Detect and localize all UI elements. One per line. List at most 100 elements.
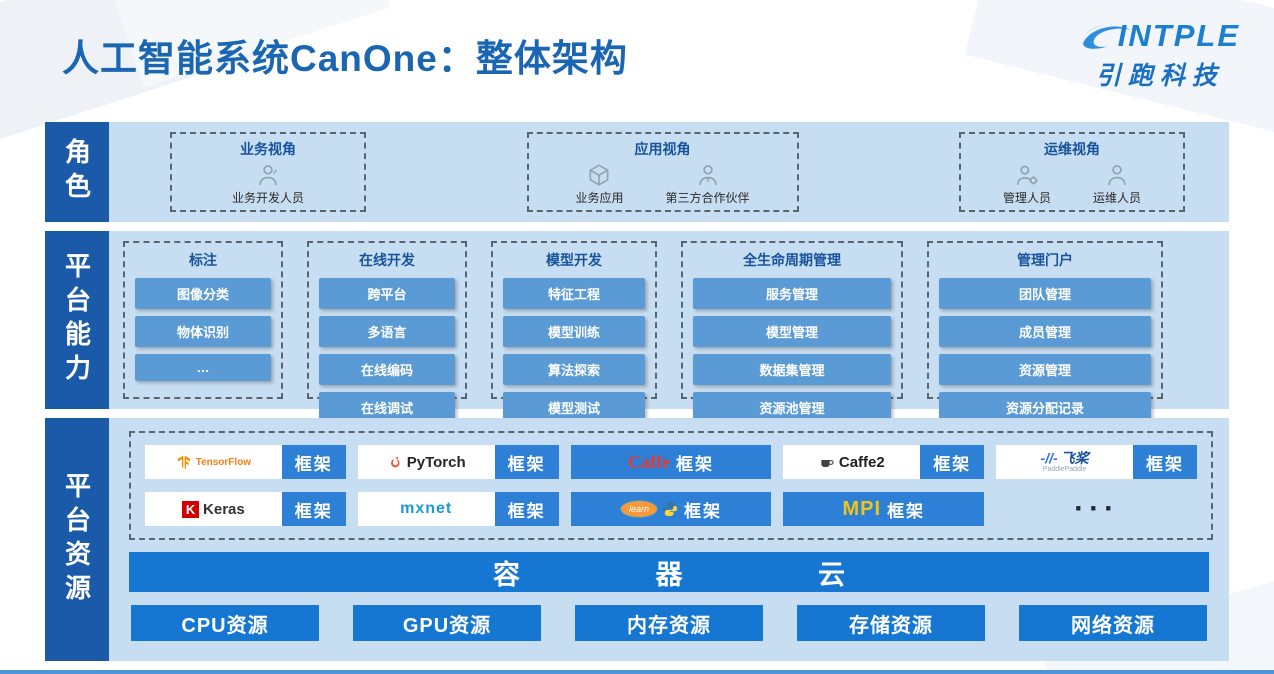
frameworks-row-2: K Keras 框架 mxnet 框架 xyxy=(145,492,1197,526)
capability-group-lifecycle: 全生命周期管理 服务管理 模型管理 数据集管理 资源池管理 xyxy=(681,241,903,423)
capability-group-portal: 管理门户 团队管理 成员管理 资源管理 资源分配记录 xyxy=(927,241,1163,423)
resources-row: 平台资源 TensorFlow 框架 xyxy=(45,418,1229,661)
capability-group-title: 标注 xyxy=(189,252,217,268)
keras-logo: K Keras xyxy=(145,492,282,526)
capability-item: 数据集管理 xyxy=(693,354,891,385)
capability-item: 算法探索 xyxy=(503,354,645,385)
framework-tile-keras: K Keras 框架 xyxy=(145,492,346,526)
framework-tile-tensorflow: TensorFlow 框架 xyxy=(145,445,346,479)
hardware-resources-row: CPU资源 GPU资源 内存资源 存储资源 网络资源 xyxy=(121,605,1217,641)
role-item: 运维人员 xyxy=(1093,162,1141,206)
capability-item: 成员管理 xyxy=(939,316,1151,347)
frameworks-more-ellipsis: ··· xyxy=(1074,492,1120,525)
sklearn-logo: learn xyxy=(619,500,678,518)
capability-item: 资源管理 xyxy=(939,354,1151,385)
framework-label: 框架 xyxy=(887,501,926,521)
resource-gpu: GPU资源 xyxy=(353,605,541,641)
container-cloud-label: 容 器 云 xyxy=(492,559,909,590)
role-item-label: 业务开发人员 xyxy=(231,191,304,205)
developer-person-icon xyxy=(259,165,278,186)
mxnet-logo: mxnet xyxy=(357,492,495,526)
resource-network: 网络资源 xyxy=(1019,605,1207,641)
mpi-logo: MPI xyxy=(842,497,882,520)
capability-item: … xyxy=(135,354,271,381)
resource-memory: 内存资源 xyxy=(575,605,763,641)
framework-tile-mpi: MPI 框架 xyxy=(783,492,985,526)
capability-item: 资源池管理 xyxy=(693,392,891,423)
capability-item: 模型测试 xyxy=(503,392,645,423)
pytorch-flame-icon xyxy=(390,455,400,468)
capability-item: 服务管理 xyxy=(693,278,891,309)
framework-label: 框架 xyxy=(675,454,714,474)
frameworks-box: TensorFlow 框架 PyTorch 框架 xyxy=(129,431,1213,540)
capabilities-row-label: 平台能力 xyxy=(45,231,109,409)
roles-row: 角色 业务视角 业务开发人员 应用视角 xyxy=(45,122,1229,222)
framework-label: 框架 xyxy=(281,492,346,526)
framework-label: 框架 xyxy=(494,445,559,479)
role-group-title: 业务视角 xyxy=(240,141,296,157)
capability-item: 资源分配记录 xyxy=(939,392,1151,423)
capability-group-title: 模型开发 xyxy=(546,252,602,268)
capability-item: 模型管理 xyxy=(693,316,891,347)
tensorflow-icon xyxy=(177,455,190,470)
roles-row-label: 角色 xyxy=(45,122,109,222)
capability-item: 物体识别 xyxy=(135,316,271,347)
role-item-label: 业务应用 xyxy=(575,191,624,205)
resources-panel: TensorFlow 框架 PyTorch 框架 xyxy=(109,418,1229,661)
roles-panel: 业务视角 业务开发人员 应用视角 xyxy=(109,122,1229,222)
paddle-mark-icon: -//- xyxy=(1040,450,1058,466)
role-group-application: 应用视角 业务应用 第三方合作伙伴 xyxy=(526,132,799,212)
role-item: 第三方合作伙伴 xyxy=(666,162,750,206)
container-cloud-bar: 容 器 云 xyxy=(129,552,1209,592)
capability-item: 团队管理 xyxy=(939,278,1151,309)
capabilities-panel: 标注 图像分类 物体识别 … 在线开发 跨平台 多语言 在线编码 在线调试 模型… xyxy=(109,231,1229,423)
role-item-label: 第三方合作伙伴 xyxy=(665,191,750,205)
capabilities-row: 平台能力 标注 图像分类 物体识别 … 在线开发 跨平台 多语言 在线编码 在线… xyxy=(45,231,1229,423)
framework-tile-paddlepaddle: -//- 飞桨 PaddlePaddle 框架 xyxy=(996,445,1197,479)
role-group-title: 运维视角 xyxy=(1044,141,1100,157)
framework-tile-pytorch: PyTorch 框架 xyxy=(357,445,559,479)
framework-label: 框架 xyxy=(1132,445,1197,479)
logo-swoosh-icon xyxy=(1082,24,1131,49)
resource-cpu: CPU资源 xyxy=(131,605,319,641)
capability-item: 跨平台 xyxy=(319,278,455,309)
role-group-title: 应用视角 xyxy=(634,141,691,157)
role-item: 业务开发人员 xyxy=(232,162,304,206)
ops-person-icon xyxy=(1108,165,1126,186)
coffee-cup-icon xyxy=(821,460,834,467)
capability-item: 图像分类 xyxy=(135,278,271,309)
capability-item: 在线调试 xyxy=(319,392,455,423)
framework-tile-mxnet: mxnet 框架 xyxy=(357,492,559,526)
admin-person-icon xyxy=(1016,165,1038,186)
logo-brand-text: INTPLE xyxy=(1117,18,1240,53)
logo-company-text: 引跑科技 xyxy=(1095,62,1224,90)
page-title: 人工智能系统CanOne：整体架构 xyxy=(62,38,628,79)
footer-line xyxy=(0,670,1274,674)
keras-k-icon: K xyxy=(182,500,200,518)
role-item: 业务应用 xyxy=(575,162,624,206)
resources-row-label: 平台资源 xyxy=(45,418,109,661)
capability-item: 特征工程 xyxy=(503,278,645,309)
framework-label: 框架 xyxy=(684,501,722,521)
caffe-logo: Caffe xyxy=(628,451,670,472)
pytorch-logo: PyTorch xyxy=(357,445,495,479)
capability-group-model-dev: 模型开发 特征工程 模型训练 算法探索 模型测试 xyxy=(491,241,657,423)
header: 人工智能系统CanOne：整体架构 INTPLE 引跑科技 xyxy=(62,18,1240,92)
framework-tile-caffe2: Caffe2 框架 xyxy=(783,445,985,479)
role-group-business: 业务视角 业务开发人员 xyxy=(170,132,366,212)
capability-group-title: 在线开发 xyxy=(359,252,415,268)
tensorflow-logo: TensorFlow xyxy=(145,445,282,479)
caffe2-logo: Caffe2 xyxy=(783,445,921,479)
framework-tile-caffe: Caffe 框架 xyxy=(570,445,772,479)
capability-group-title: 全生命周期管理 xyxy=(743,252,841,268)
python-icon xyxy=(662,502,678,516)
capability-item: 在线编码 xyxy=(319,354,455,385)
role-item: 管理人员 xyxy=(1003,162,1051,206)
role-item-label: 管理人员 xyxy=(1002,191,1051,205)
partner-person-icon xyxy=(698,165,717,186)
capability-group-title: 管理门户 xyxy=(1017,252,1073,268)
capability-item: 多语言 xyxy=(319,316,455,347)
role-item-label: 运维人员 xyxy=(1093,191,1142,205)
capability-group-annotation: 标注 图像分类 物体识别 … xyxy=(123,241,283,399)
frameworks-row-1: TensorFlow 框架 PyTorch 框架 xyxy=(145,445,1197,479)
